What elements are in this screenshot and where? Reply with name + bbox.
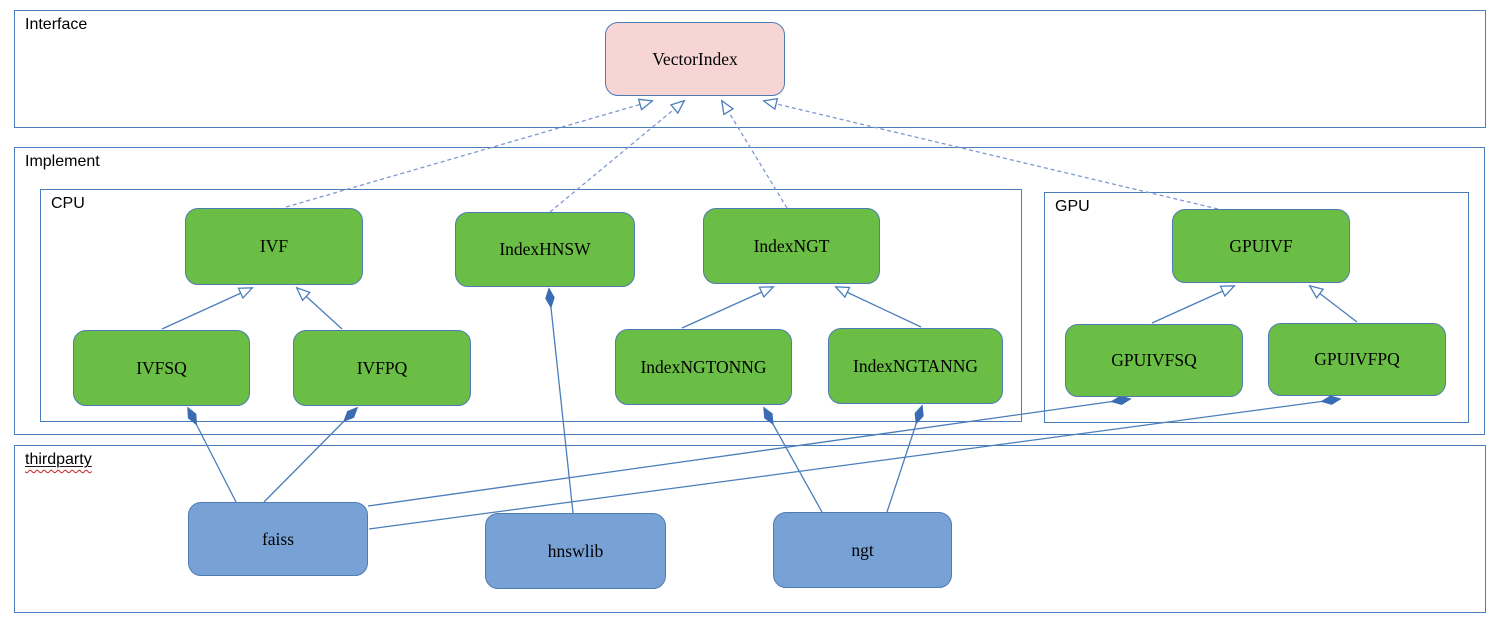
node-hnswlib-label: hnswlib <box>547 540 604 561</box>
node-ivfsq[interactable]: IVFSQ <box>73 330 250 406</box>
node-ivf-label: IVF <box>259 236 289 256</box>
section-thirdparty-label: thirdparty <box>25 451 92 469</box>
node-gpuivf[interactable]: GPUIVF <box>1172 209 1350 283</box>
node-gpuivfpq[interactable]: GPUIVFPQ <box>1268 323 1446 396</box>
node-indexngtonng-label: IndexNGTONNG <box>640 356 767 377</box>
node-indexngtanng[interactable]: IndexNGTANNG <box>828 328 1003 404</box>
node-indexngtonng[interactable]: IndexNGTONNG <box>615 329 792 405</box>
section-cpu-label: CPU <box>51 195 85 212</box>
node-vectorindex-label: VectorIndex <box>652 48 738 69</box>
section-gpu-label: GPU <box>1055 198 1090 215</box>
node-indexngt[interactable]: IndexNGT <box>703 208 880 284</box>
node-gpuivfsq-label: GPUIVFSQ <box>1111 350 1197 370</box>
node-ivfsq-label: IVFSQ <box>136 357 187 378</box>
node-faiss-label: faiss <box>261 528 295 549</box>
node-ngt[interactable]: ngt <box>773 512 952 588</box>
node-ivf[interactable]: IVF <box>185 208 363 285</box>
node-ivfpq[interactable]: IVFPQ <box>293 330 471 406</box>
node-hnswlib[interactable]: hnswlib <box>485 513 666 589</box>
node-indexngt-label: IndexNGT <box>753 235 830 256</box>
section-interface-label: Interface <box>25 16 88 33</box>
node-ngt-label: ngt <box>851 539 874 560</box>
node-indexhnsw[interactable]: IndexHNSW <box>455 212 635 287</box>
node-gpuivf-label: GPUIVF <box>1229 235 1293 256</box>
node-gpuivfpq-label: GPUIVFPQ <box>1314 349 1400 369</box>
node-faiss[interactable]: faiss <box>188 502 368 576</box>
node-indexhnsw-label: IndexHNSW <box>499 239 591 259</box>
section-implement-label: Implement <box>25 153 100 170</box>
node-indexngtanng-label: IndexNGTANNG <box>853 355 978 376</box>
section-thirdparty-label-text: thirdparty <box>25 451 92 468</box>
node-ivfpq-label: IVFPQ <box>356 357 408 378</box>
node-gpuivfsq[interactable]: GPUIVFSQ <box>1065 324 1243 397</box>
node-vectorindex[interactable]: VectorIndex <box>605 22 785 96</box>
